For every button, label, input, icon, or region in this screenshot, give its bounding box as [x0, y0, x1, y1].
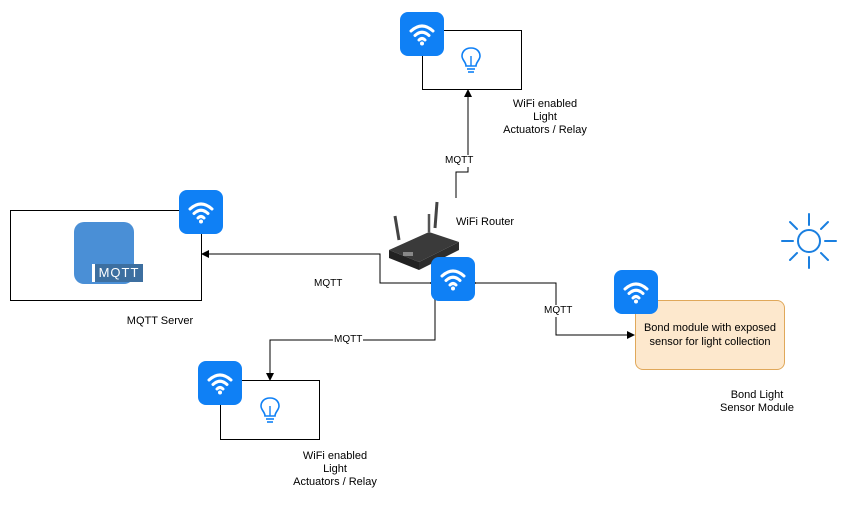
mqtt-server-label: MQTT Server: [126, 315, 194, 327]
wifi-icon: [179, 190, 223, 234]
wifi-icon: [431, 257, 475, 301]
wifi-router-label: WiFi Router: [456, 216, 515, 228]
lightbulb-icon: [260, 397, 280, 423]
sun-icon: [781, 213, 837, 269]
bond-module-text: Bond module with exposed sensor for ligh…: [643, 322, 777, 348]
mqtt-logo-text: MQTT: [92, 264, 143, 282]
edge-router-top-light: [455, 89, 472, 198]
edge-label-bottom-light: MQTT: [333, 334, 364, 346]
bond-sensor-label: Bond Light Sensor Module: [720, 389, 794, 414]
bottom-light-label: WiFi enabled Light Actuators / Relay: [293, 450, 377, 488]
lightbulb-icon: [461, 47, 481, 73]
wifi-icon: [400, 12, 444, 56]
edge-label-server: MQTT: [313, 278, 344, 290]
mqtt-logo-icon: MQTT: [74, 222, 143, 284]
edge-label-bond: MQTT: [543, 305, 574, 317]
bond-module-box: Bond module with exposed sensor for ligh…: [635, 300, 785, 370]
edge-router-server: [201, 250, 437, 287]
edge-label-top-light: MQTT: [444, 155, 475, 167]
wifi-icon: [198, 361, 242, 405]
top-light-label: WiFi enabled Light Actuators / Relay: [503, 98, 587, 136]
router-icon: [389, 201, 459, 270]
wifi-icon: [614, 270, 658, 314]
